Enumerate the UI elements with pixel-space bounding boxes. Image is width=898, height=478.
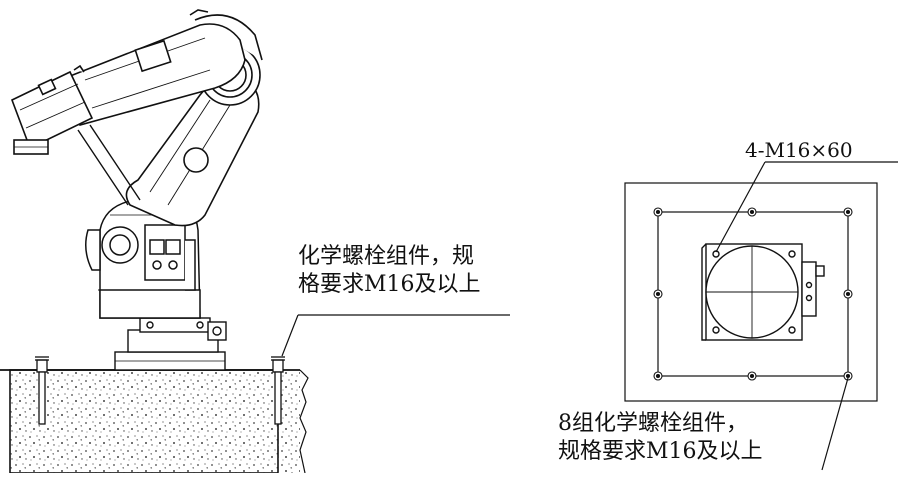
foundation-plan-outer	[624, 182, 878, 402]
right-callout-text: 8组化学螺栓组件， 规格要求M16及以上	[558, 410, 763, 465]
plan-bolts	[653, 207, 853, 381]
robot-lower-arm	[77, 78, 260, 227]
anchor-bolt-left	[35, 356, 49, 425]
right-callout-line2: 规格要求M16及以上	[558, 438, 763, 464]
left-callout-line1: 化学螺栓组件，规	[298, 244, 475, 269]
robot-wrist	[10, 70, 94, 155]
left-callout-leader	[281, 314, 510, 357]
top-callout-leader	[715, 161, 898, 253]
concrete-foundation	[0, 369, 309, 474]
left-callout-line2: 格要求M16及以上	[298, 271, 481, 297]
top-callout-text: 4-M16×60	[745, 138, 853, 162]
left-callout-text: 化学螺栓组件，规 格要求M16及以上	[298, 243, 481, 298]
right-callout-leader	[821, 377, 849, 471]
robot-upper-arm	[58, 23, 246, 126]
right-callout-line1: 8组化学螺栓组件，	[558, 411, 748, 436]
robot-base	[114, 317, 227, 371]
robot-base-plan	[701, 243, 825, 341]
anchor-bolt-right	[271, 356, 285, 425]
robot-turret	[85, 197, 201, 319]
